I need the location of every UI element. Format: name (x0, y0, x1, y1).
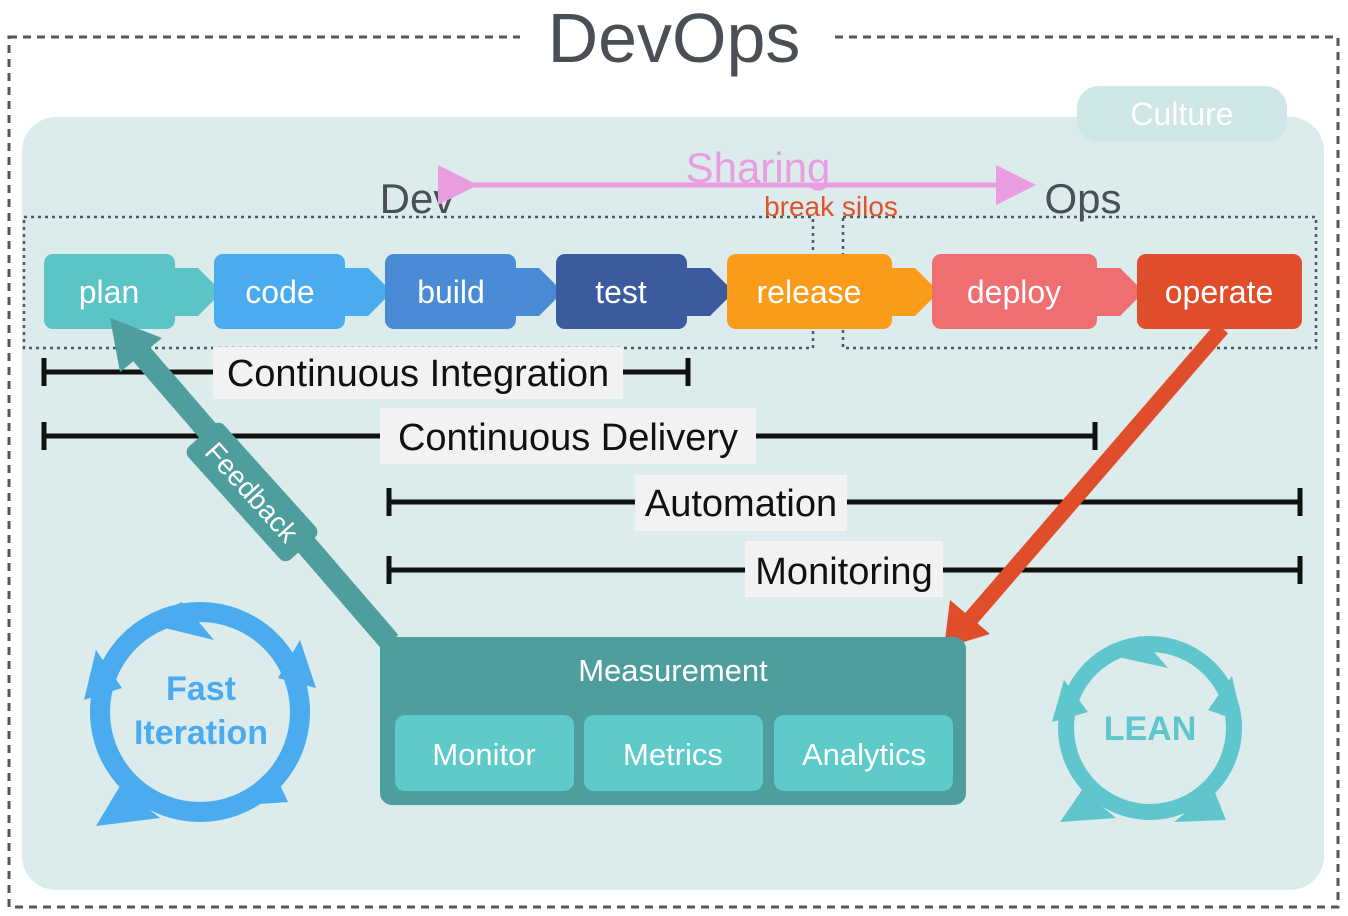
stage-label: build (417, 274, 485, 310)
measurement-item-monitor (395, 715, 574, 791)
stage-arrow (1097, 268, 1144, 316)
stage-arrow (175, 268, 222, 316)
stage-arrow (345, 268, 392, 316)
operate-to-measurement-arrow (944, 322, 1229, 648)
stage-code (214, 254, 345, 329)
culture-label: Culture (1130, 96, 1233, 132)
fast-iteration-label: Iteration (134, 714, 268, 752)
stage-label: deploy (967, 274, 1061, 310)
lean-cycle-icon: LEAN (1052, 636, 1242, 822)
measurement-item-metrics (584, 715, 763, 791)
stage-arrow (892, 268, 939, 316)
stage-plan (44, 254, 175, 329)
stage-arrow (687, 268, 734, 316)
stage-label: code (245, 274, 314, 310)
measurement-box: Measurement Monitor Metrics Analytics (380, 637, 966, 805)
span-label-ci: Continuous Integration (227, 353, 609, 395)
fast-iteration-cycle-icon: Fast Iteration (84, 602, 316, 826)
stage-label: plan (79, 274, 140, 310)
dev-label: Dev (380, 175, 455, 222)
stage-test (556, 254, 687, 329)
stage-build (385, 254, 516, 329)
stage-release (727, 254, 892, 329)
pipeline: plan code build test release deploy oper… (44, 254, 1302, 329)
span-label-monitoring: Monitoring (755, 551, 932, 593)
fast-iteration-label: Fast (166, 670, 236, 708)
measurement-item-label: Monitor (432, 737, 535, 772)
lean-label: LEAN (1104, 710, 1197, 748)
stage-arrow (516, 268, 563, 316)
stage-deploy (932, 254, 1097, 329)
ops-label: Ops (1044, 175, 1121, 222)
sharing-label: Sharing (686, 144, 831, 191)
stage-label: operate (1165, 274, 1274, 310)
break-silos-label: break silos (764, 191, 898, 222)
diagram-title: DevOps (548, 0, 801, 77)
measurement-item-analytics (774, 715, 953, 791)
stage-label: test (595, 274, 647, 310)
stage-operate (1137, 254, 1302, 329)
measurement-item-label: Analytics (802, 737, 926, 772)
span-label-cd: Continuous Delivery (398, 417, 738, 459)
span-label-automation: Automation (645, 483, 837, 525)
stage-label: release (757, 274, 862, 310)
measurement-title: Measurement (578, 653, 768, 688)
measurement-item-label: Metrics (623, 737, 723, 772)
culture-badge (1077, 86, 1287, 142)
